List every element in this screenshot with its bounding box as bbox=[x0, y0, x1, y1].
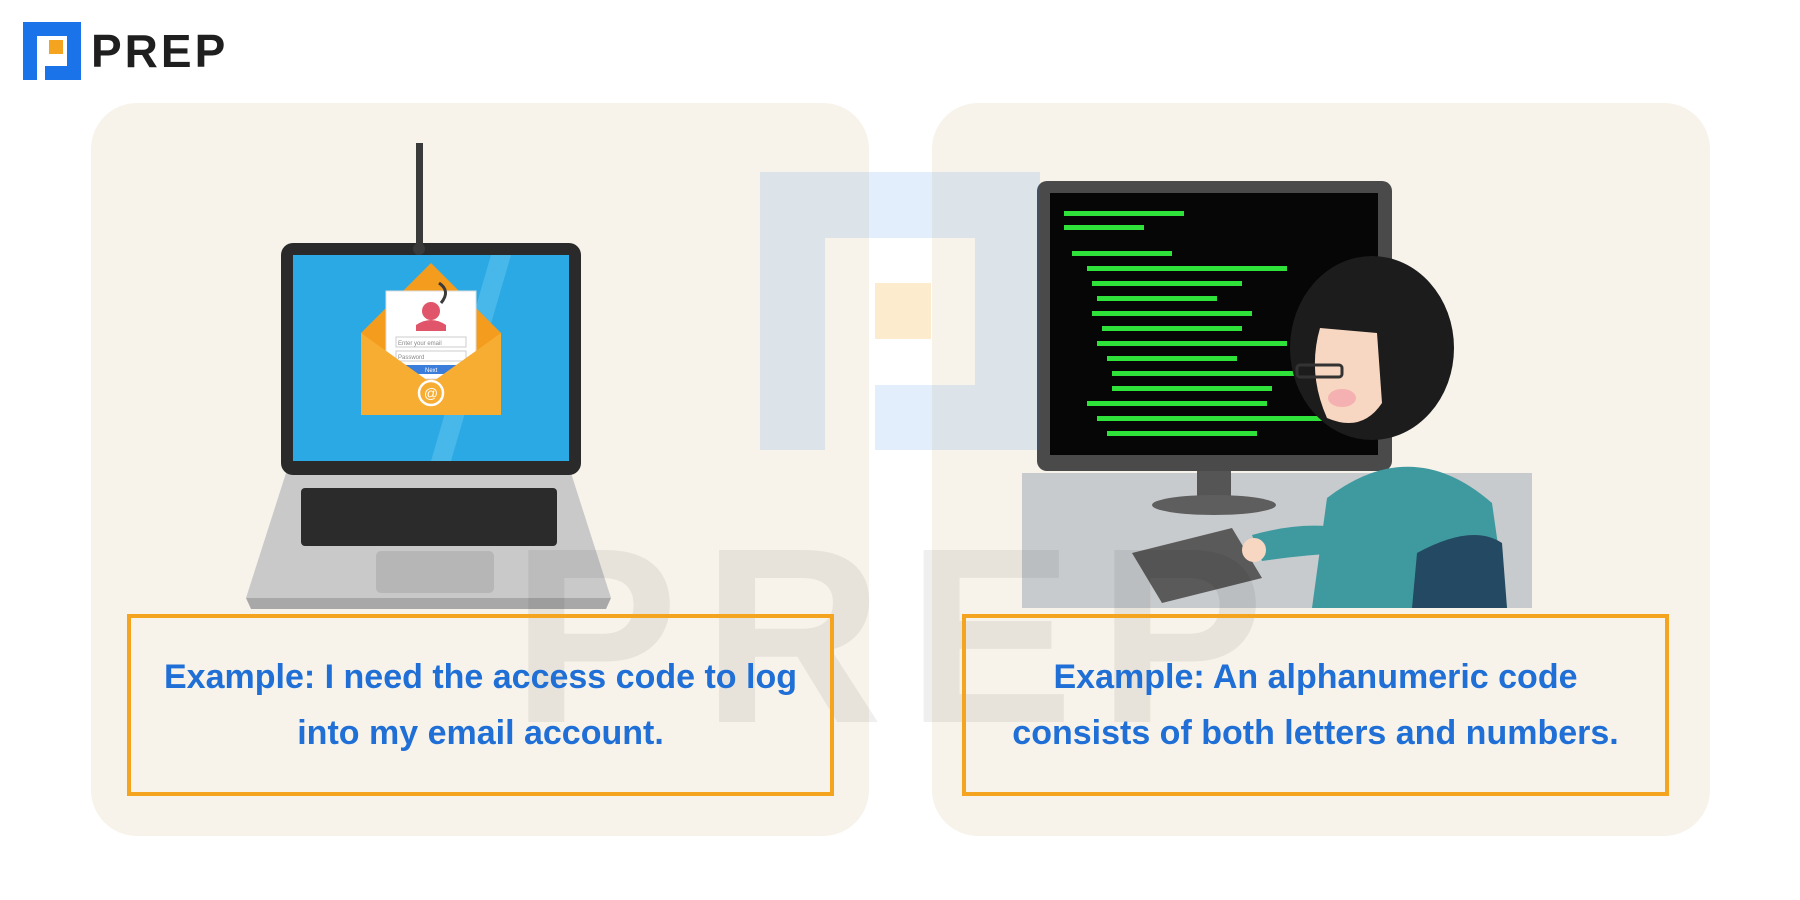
caption-box-right: Example: An alphanumeric code consists o… bbox=[962, 614, 1669, 796]
prep-logo-icon bbox=[23, 22, 81, 80]
programmer-computer-illustration bbox=[1022, 181, 1532, 608]
svg-text:@: @ bbox=[424, 385, 438, 401]
next-button-text: Next bbox=[425, 368, 438, 374]
caption-text-right: Example: An alphanumeric code consists o… bbox=[1012, 658, 1619, 752]
email-field-text: Enter your email bbox=[398, 341, 442, 347]
password-field-text: Password bbox=[398, 355, 424, 361]
left-panel: Enter your email Password Next @ bbox=[91, 103, 869, 836]
phishing-laptop-illustration: Enter your email Password Next @ bbox=[246, 143, 611, 609]
caption-text-left: Example: I need the access code to log i… bbox=[164, 658, 797, 752]
logo-text: PREP bbox=[91, 25, 229, 77]
prep-logo: PREP bbox=[23, 22, 228, 80]
caption-box-left: Example: I need the access code to log i… bbox=[127, 614, 834, 796]
right-panel bbox=[932, 103, 1710, 836]
